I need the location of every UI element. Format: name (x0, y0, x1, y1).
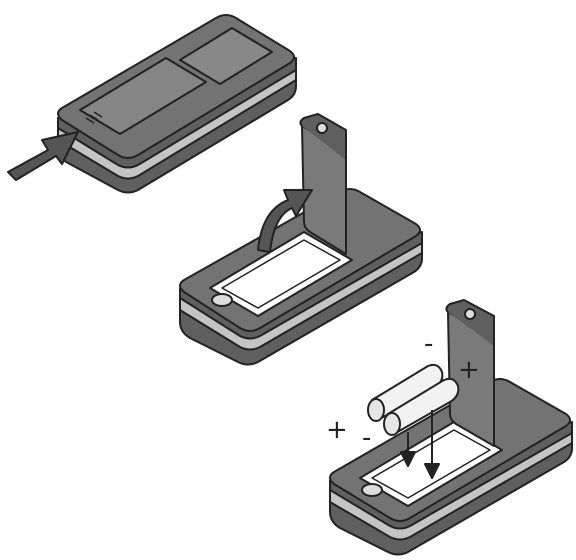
hinge-tab (211, 293, 233, 307)
hinge-tab (361, 483, 383, 497)
compartment-inner (371, 429, 491, 499)
compartment-inner (221, 239, 341, 309)
cover-edge (299, 113, 347, 160)
step-3-device-loading (329, 299, 573, 556)
step-2-device-open (179, 113, 423, 366)
cover-edge (445, 299, 495, 346)
battery-aa-front (383, 377, 460, 436)
device-rim (57, 69, 297, 180)
cover-grip (85, 111, 103, 124)
step-1-device-closed (57, 14, 297, 194)
device-display (179, 27, 273, 85)
down-arrows-icon (400, 410, 440, 479)
battery-compartment (209, 231, 353, 317)
cover-clip (316, 122, 328, 134)
battery-plus-label: + (326, 415, 348, 445)
cover-clip (464, 308, 476, 320)
push-arrow-icon (7, 131, 79, 181)
device-rim (329, 432, 573, 541)
cover-minus-label: - (424, 329, 433, 359)
battery-minus-label: - (362, 423, 371, 453)
cover-plus-label: + (458, 355, 480, 385)
curved-arrow-icon (257, 189, 313, 253)
battery-cover-closed (79, 57, 207, 135)
device-rim (179, 242, 423, 351)
